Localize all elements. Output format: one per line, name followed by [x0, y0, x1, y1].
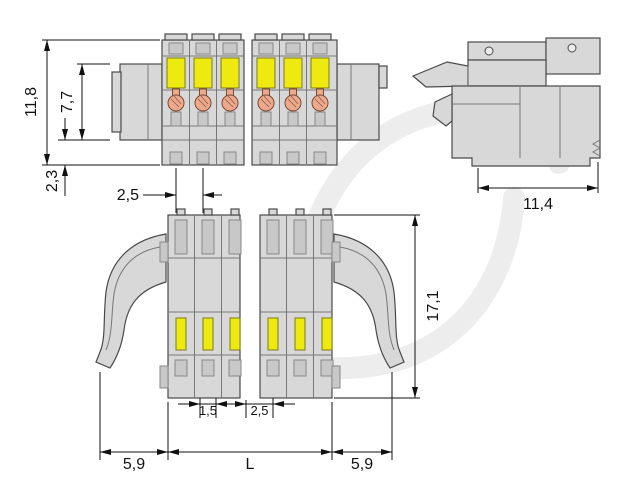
dim-label-side-width: 11,4	[523, 196, 553, 213]
side-view-body	[411, 37, 602, 167]
side-view: 11,4	[411, 37, 602, 213]
bottom-view-body	[167, 214, 333, 399]
dim-total-height: 17,1	[334, 214, 442, 399]
dim-overall-height: 11,8	[23, 39, 160, 166]
dim-pitch-top: 2,5	[117, 168, 222, 213]
dim-label-slot-width: 1,5	[199, 403, 217, 418]
dim-label-left-overhang: 5,9	[123, 456, 145, 473]
dim-label-pitch-bottom: 2,5	[250, 403, 268, 418]
dim-slot-and-pitch: 1,5 2,5	[178, 398, 295, 418]
left-latch-lever	[95, 233, 169, 389]
front-view: 11,8 7,7 2,3 2,5	[23, 33, 388, 213]
bottom-view: 17,1 1,5 2,5 5,9 L 5,9	[95, 208, 442, 473]
dim-length-chain: 5,9 L 5,9	[99, 372, 393, 473]
dim-side-width: 11,4	[477, 162, 599, 213]
front-view-body	[111, 39, 388, 166]
dim-label-pitch-top: 2,5	[117, 187, 139, 204]
dim-label-overall-height: 11,8	[23, 87, 40, 117]
dim-lower-height: 2,3	[44, 118, 68, 196]
dim-label-total-height: 17,1	[425, 290, 442, 321]
right-latch-lever	[331, 233, 405, 389]
dim-label-right-overhang: 5,9	[351, 456, 373, 473]
dim-label-length: L	[246, 456, 255, 473]
dim-label-lower-height: 2,3	[44, 170, 61, 192]
dim-label-upper-height: 7,7	[59, 91, 76, 113]
dim-upper-height: 7,7	[58, 63, 110, 141]
